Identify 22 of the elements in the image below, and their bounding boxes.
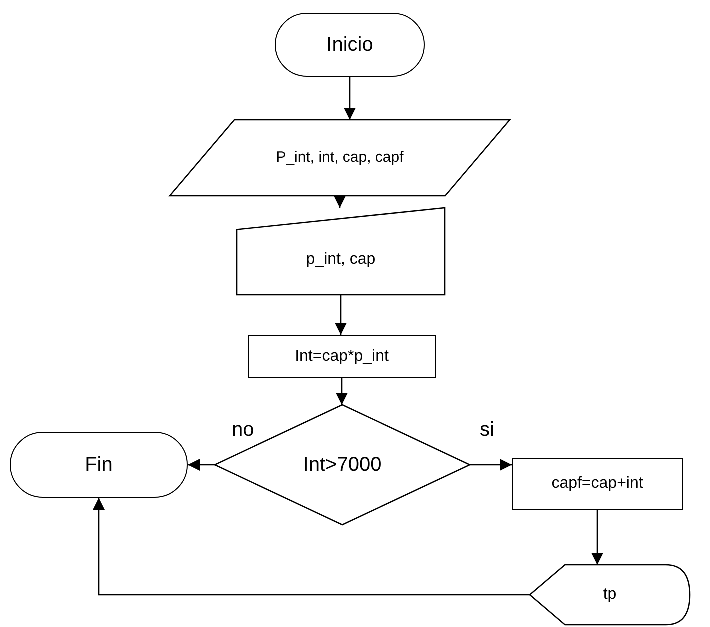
decision-diamond xyxy=(215,405,470,525)
arrow xyxy=(188,459,215,471)
arrow xyxy=(334,196,346,208)
node-label: Int=cap*p_int xyxy=(295,346,389,366)
arrow xyxy=(93,498,530,596)
arrow xyxy=(470,459,512,471)
arrow xyxy=(344,77,356,120)
arrow xyxy=(592,510,604,565)
node-label: p_int, cap xyxy=(306,250,376,270)
node-label: Inicio xyxy=(326,33,374,58)
node-label: Fin xyxy=(85,453,113,478)
input-parallelogram xyxy=(170,120,510,196)
node-label: capf=cap+int xyxy=(552,474,644,494)
arrow xyxy=(335,295,347,335)
process-box xyxy=(248,335,436,378)
node-label: tp xyxy=(603,585,617,605)
arrow xyxy=(336,378,348,405)
display-shape xyxy=(530,565,690,625)
node-label: P_int, int, cap, capf xyxy=(276,148,404,168)
process-box xyxy=(512,458,683,510)
manual-input-shape xyxy=(237,208,445,295)
node-label: Int>7000 xyxy=(303,453,382,478)
